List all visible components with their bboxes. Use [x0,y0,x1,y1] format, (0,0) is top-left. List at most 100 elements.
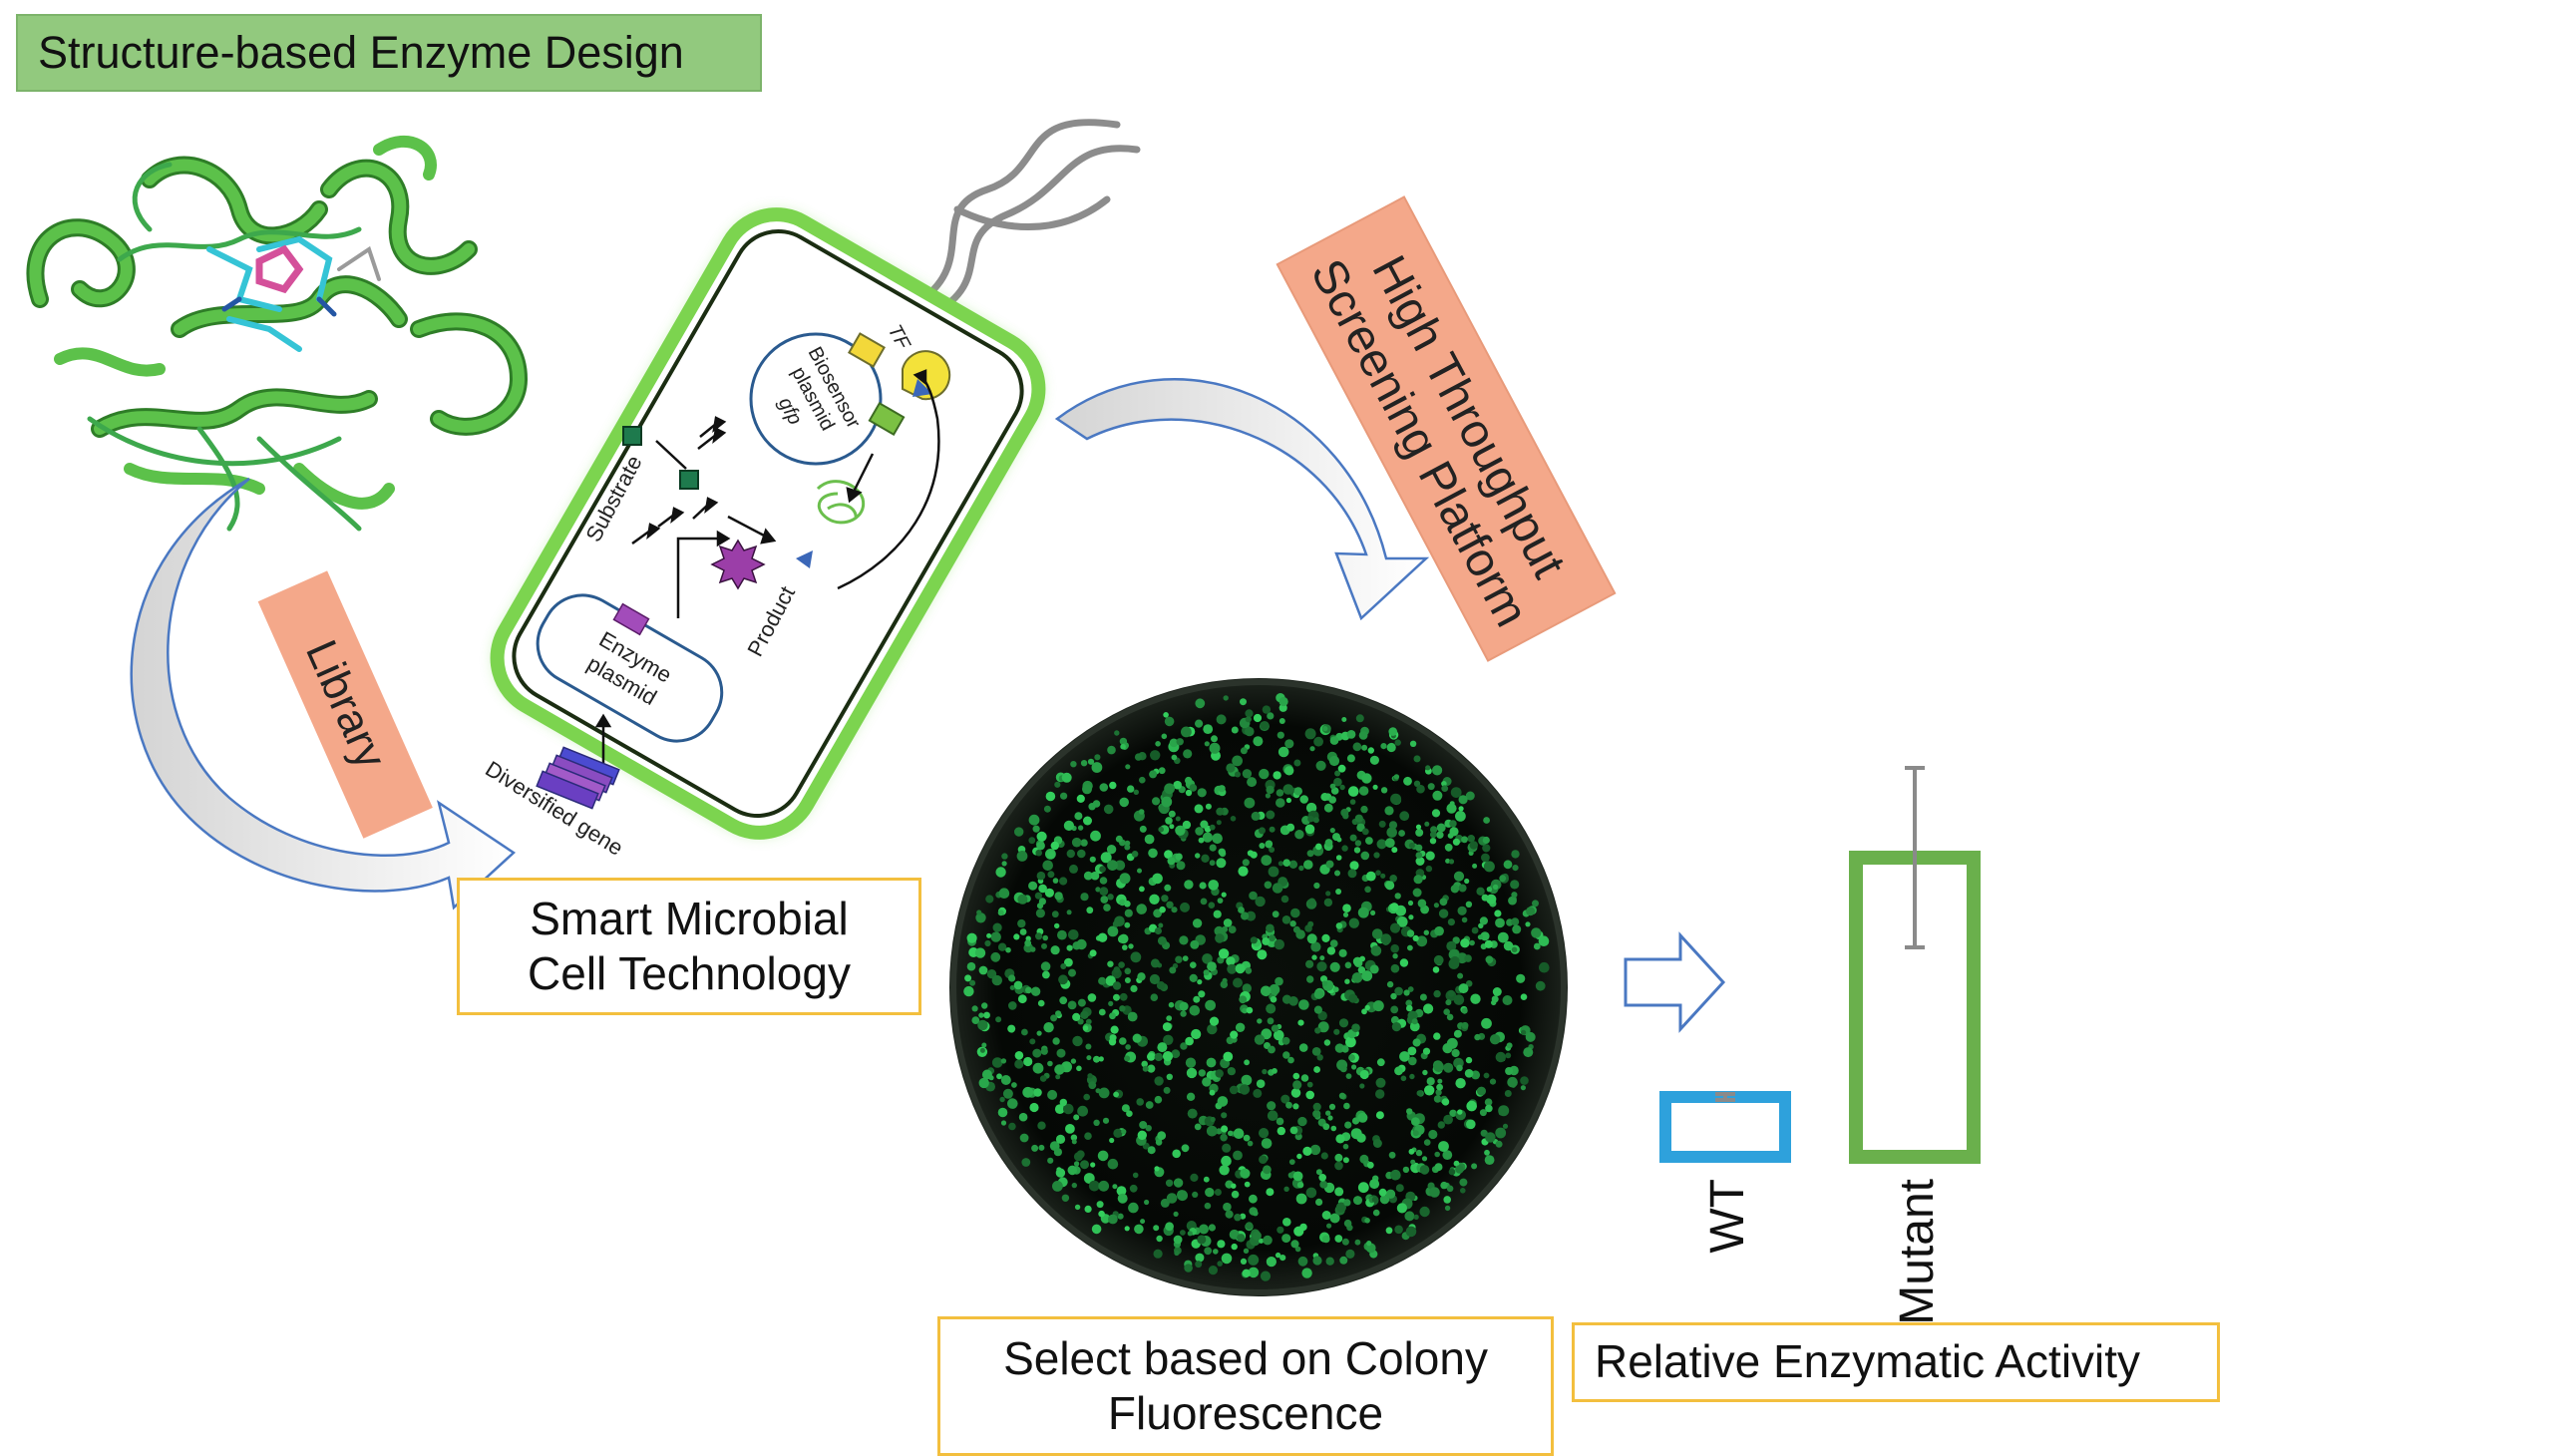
colony-dot [1058,974,1068,985]
colony-dot [1343,1219,1352,1228]
colony-dot [1449,820,1457,828]
colony-dot [1112,920,1120,927]
colony-dot [1502,1123,1509,1129]
colony-dot [1165,1179,1174,1188]
colony-dot [1419,1165,1430,1175]
colony-dot [1235,963,1246,974]
colony-dot [981,1069,992,1080]
colony-dot [1240,747,1248,755]
colony-dot [1516,973,1526,983]
colony-dot [1328,1103,1336,1110]
colony-dot [1466,1119,1476,1130]
colony-dot [1461,916,1468,923]
colony-dot [1323,1039,1331,1046]
colony-dot [1320,1152,1328,1160]
colony-dot [1458,884,1467,893]
colony-dot [1238,907,1245,913]
colony-dot [1436,823,1446,833]
colony-dot [1511,850,1520,859]
colony-dot [1343,1102,1350,1110]
colony-dot [1166,1193,1178,1204]
colony-dot [1276,1226,1284,1234]
colony-dot [1389,903,1399,911]
colony-dot [1433,1032,1441,1040]
colony-dot [1226,763,1236,773]
colony-dot [1325,1110,1331,1116]
colony-dot [1193,995,1201,1003]
colony-dot [1187,1231,1193,1237]
colony-dot [1456,1064,1463,1072]
colony-dot [1180,1230,1186,1236]
colony-dot [1245,967,1253,974]
colony-dot [1164,850,1173,859]
colony-dot [1088,803,1096,811]
colony-dot [1175,825,1186,836]
colony-dot [1342,1157,1349,1164]
colony-dot [1115,835,1123,843]
colony-dot [1380,933,1392,945]
colony-dot [1228,1130,1234,1137]
colony-dot [1339,1256,1348,1265]
colony-dot [1144,1199,1150,1206]
colony-dot [1361,773,1372,784]
colony-dot [1416,935,1428,947]
colony-dot [1489,1078,1497,1085]
colony-dot [1398,830,1405,837]
colony-dot [1163,712,1169,718]
colony-dot [1067,1000,1077,1010]
colony-dot [1354,840,1362,847]
colony-dot [1029,1038,1036,1045]
colony-dot [990,931,1001,942]
colony-dot [1357,1112,1368,1123]
colony-dot [1139,886,1145,893]
colony-dot [1114,860,1126,871]
colony-dot [1399,1051,1410,1062]
colony-dot [1043,1022,1054,1033]
colony-dot [1305,1187,1317,1199]
colony-dot [1355,714,1364,723]
colony-dot [1173,1235,1183,1245]
colony-dot [1380,743,1387,750]
colony-dot [1120,743,1126,750]
colony-dot [1348,1054,1355,1061]
colony-dot [1047,1157,1054,1164]
colony-dot [1212,833,1223,845]
colony-dot [1083,871,1093,881]
colony-dot [1338,948,1347,957]
colony-dot [1047,1089,1058,1100]
colony-dot [1278,718,1285,724]
colony-dot [1154,1076,1164,1086]
colony-dot [1268,866,1279,878]
colony-dot [1047,871,1055,879]
colony-dot [1113,993,1120,1001]
colony-dot [1186,1092,1196,1102]
colony-dot [1373,852,1380,859]
colony-dot [1424,821,1430,827]
colony-dot [1385,1189,1396,1200]
colony-dot [1330,1125,1337,1132]
colony-dot [1360,805,1368,814]
colony-dot [1253,1210,1259,1217]
colony-dot [1338,1018,1349,1028]
colony-dot [1171,907,1178,913]
colony-dot [1301,1268,1312,1278]
colony-dot [1251,811,1261,821]
colony-dot [1366,1161,1374,1169]
colony-dot [1413,1214,1419,1220]
colony-dot [1394,986,1403,996]
colony-dot [1243,1248,1250,1255]
colony-dot [1361,744,1368,751]
colony-dot [1453,994,1465,1005]
colony-dot [1263,1235,1273,1246]
colony-dot [1310,941,1321,952]
colony-dot [1460,1188,1466,1194]
colony-dot [1472,863,1478,869]
colony-dot [1390,793,1402,805]
colony-dot [1344,978,1350,984]
colony-dot [1321,1211,1331,1220]
colony-dot [1338,1092,1346,1100]
colony-dot [1367,747,1375,754]
colony-dot [1329,1213,1340,1224]
colony-dot [1181,726,1192,738]
